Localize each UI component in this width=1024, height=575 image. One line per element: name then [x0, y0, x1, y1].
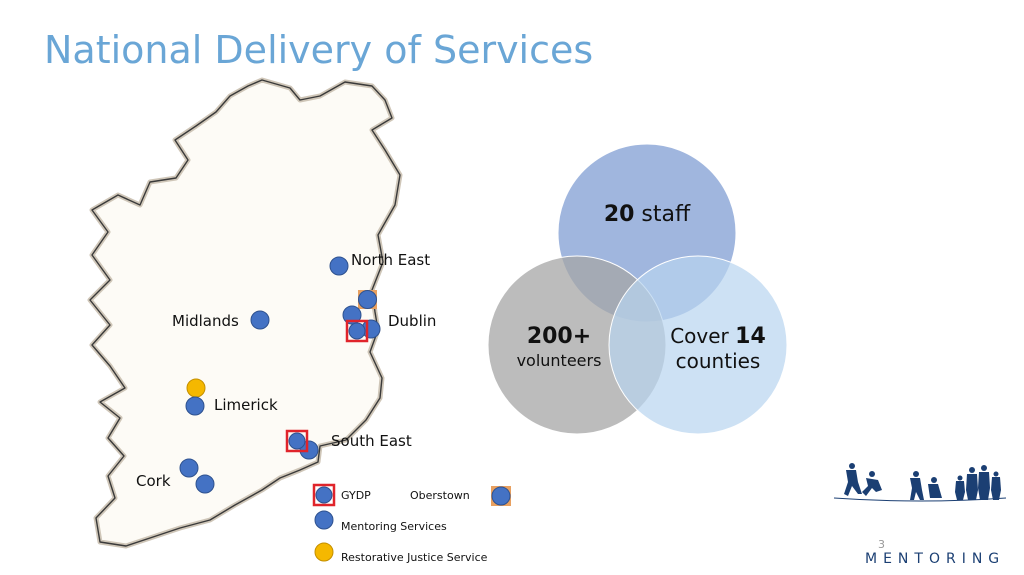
- legend-oberstown-label: Oberstown: [410, 489, 470, 502]
- page-number: 3: [878, 538, 885, 551]
- counties-text: counties: [675, 349, 761, 373]
- dublin-mentoring-marker-1: [342, 305, 362, 325]
- label-limerick: Limerick: [214, 396, 278, 414]
- limerick-mentoring-marker: [185, 396, 205, 416]
- north-east-mentoring-marker: [329, 256, 349, 276]
- venn-circle-counties: [608, 255, 788, 435]
- volunteers-number: 200+: [526, 324, 592, 349]
- legend-restorative-symbol: [314, 542, 334, 562]
- staff-text: staff: [634, 202, 691, 227]
- mentoring-logo: [833, 463, 1007, 502]
- label-cork: Cork: [136, 472, 171, 490]
- south-east-gydp-marker: [285, 429, 309, 453]
- legend-gydp-label: GYDP: [341, 489, 371, 502]
- venn-volunteers-text: 200+ volunteers: [500, 324, 618, 370]
- label-midlands: Midlands: [172, 312, 239, 330]
- legend-restorative-label: Restorative Justice Service: [341, 551, 488, 564]
- cork-mentoring-marker-1: [179, 458, 199, 478]
- logo-wordmark: MENTORING: [865, 551, 1006, 567]
- venn-counties-text: Cover 14 counties: [658, 324, 778, 373]
- legend-mentoring-label: Mentoring Services: [341, 520, 447, 533]
- venn-staff-text: 20 staff: [580, 202, 714, 227]
- counties-number: 14: [735, 324, 766, 349]
- label-south-east: South East: [331, 432, 412, 450]
- label-north-east: North East: [351, 251, 431, 269]
- legend-gydp-symbol: [312, 483, 336, 507]
- cork-mentoring-marker-2: [195, 474, 215, 494]
- volunteers-text: volunteers: [516, 351, 602, 370]
- legend-mentoring-symbol: [314, 510, 334, 530]
- page-title: National Delivery of Services: [44, 28, 594, 72]
- dublin-gydp-marker: [345, 319, 369, 343]
- staff-number: 20: [603, 202, 635, 227]
- midlands-mentoring-marker: [250, 310, 270, 330]
- counties-pre: Cover: [670, 324, 736, 348]
- label-dublin: Dublin: [388, 312, 437, 330]
